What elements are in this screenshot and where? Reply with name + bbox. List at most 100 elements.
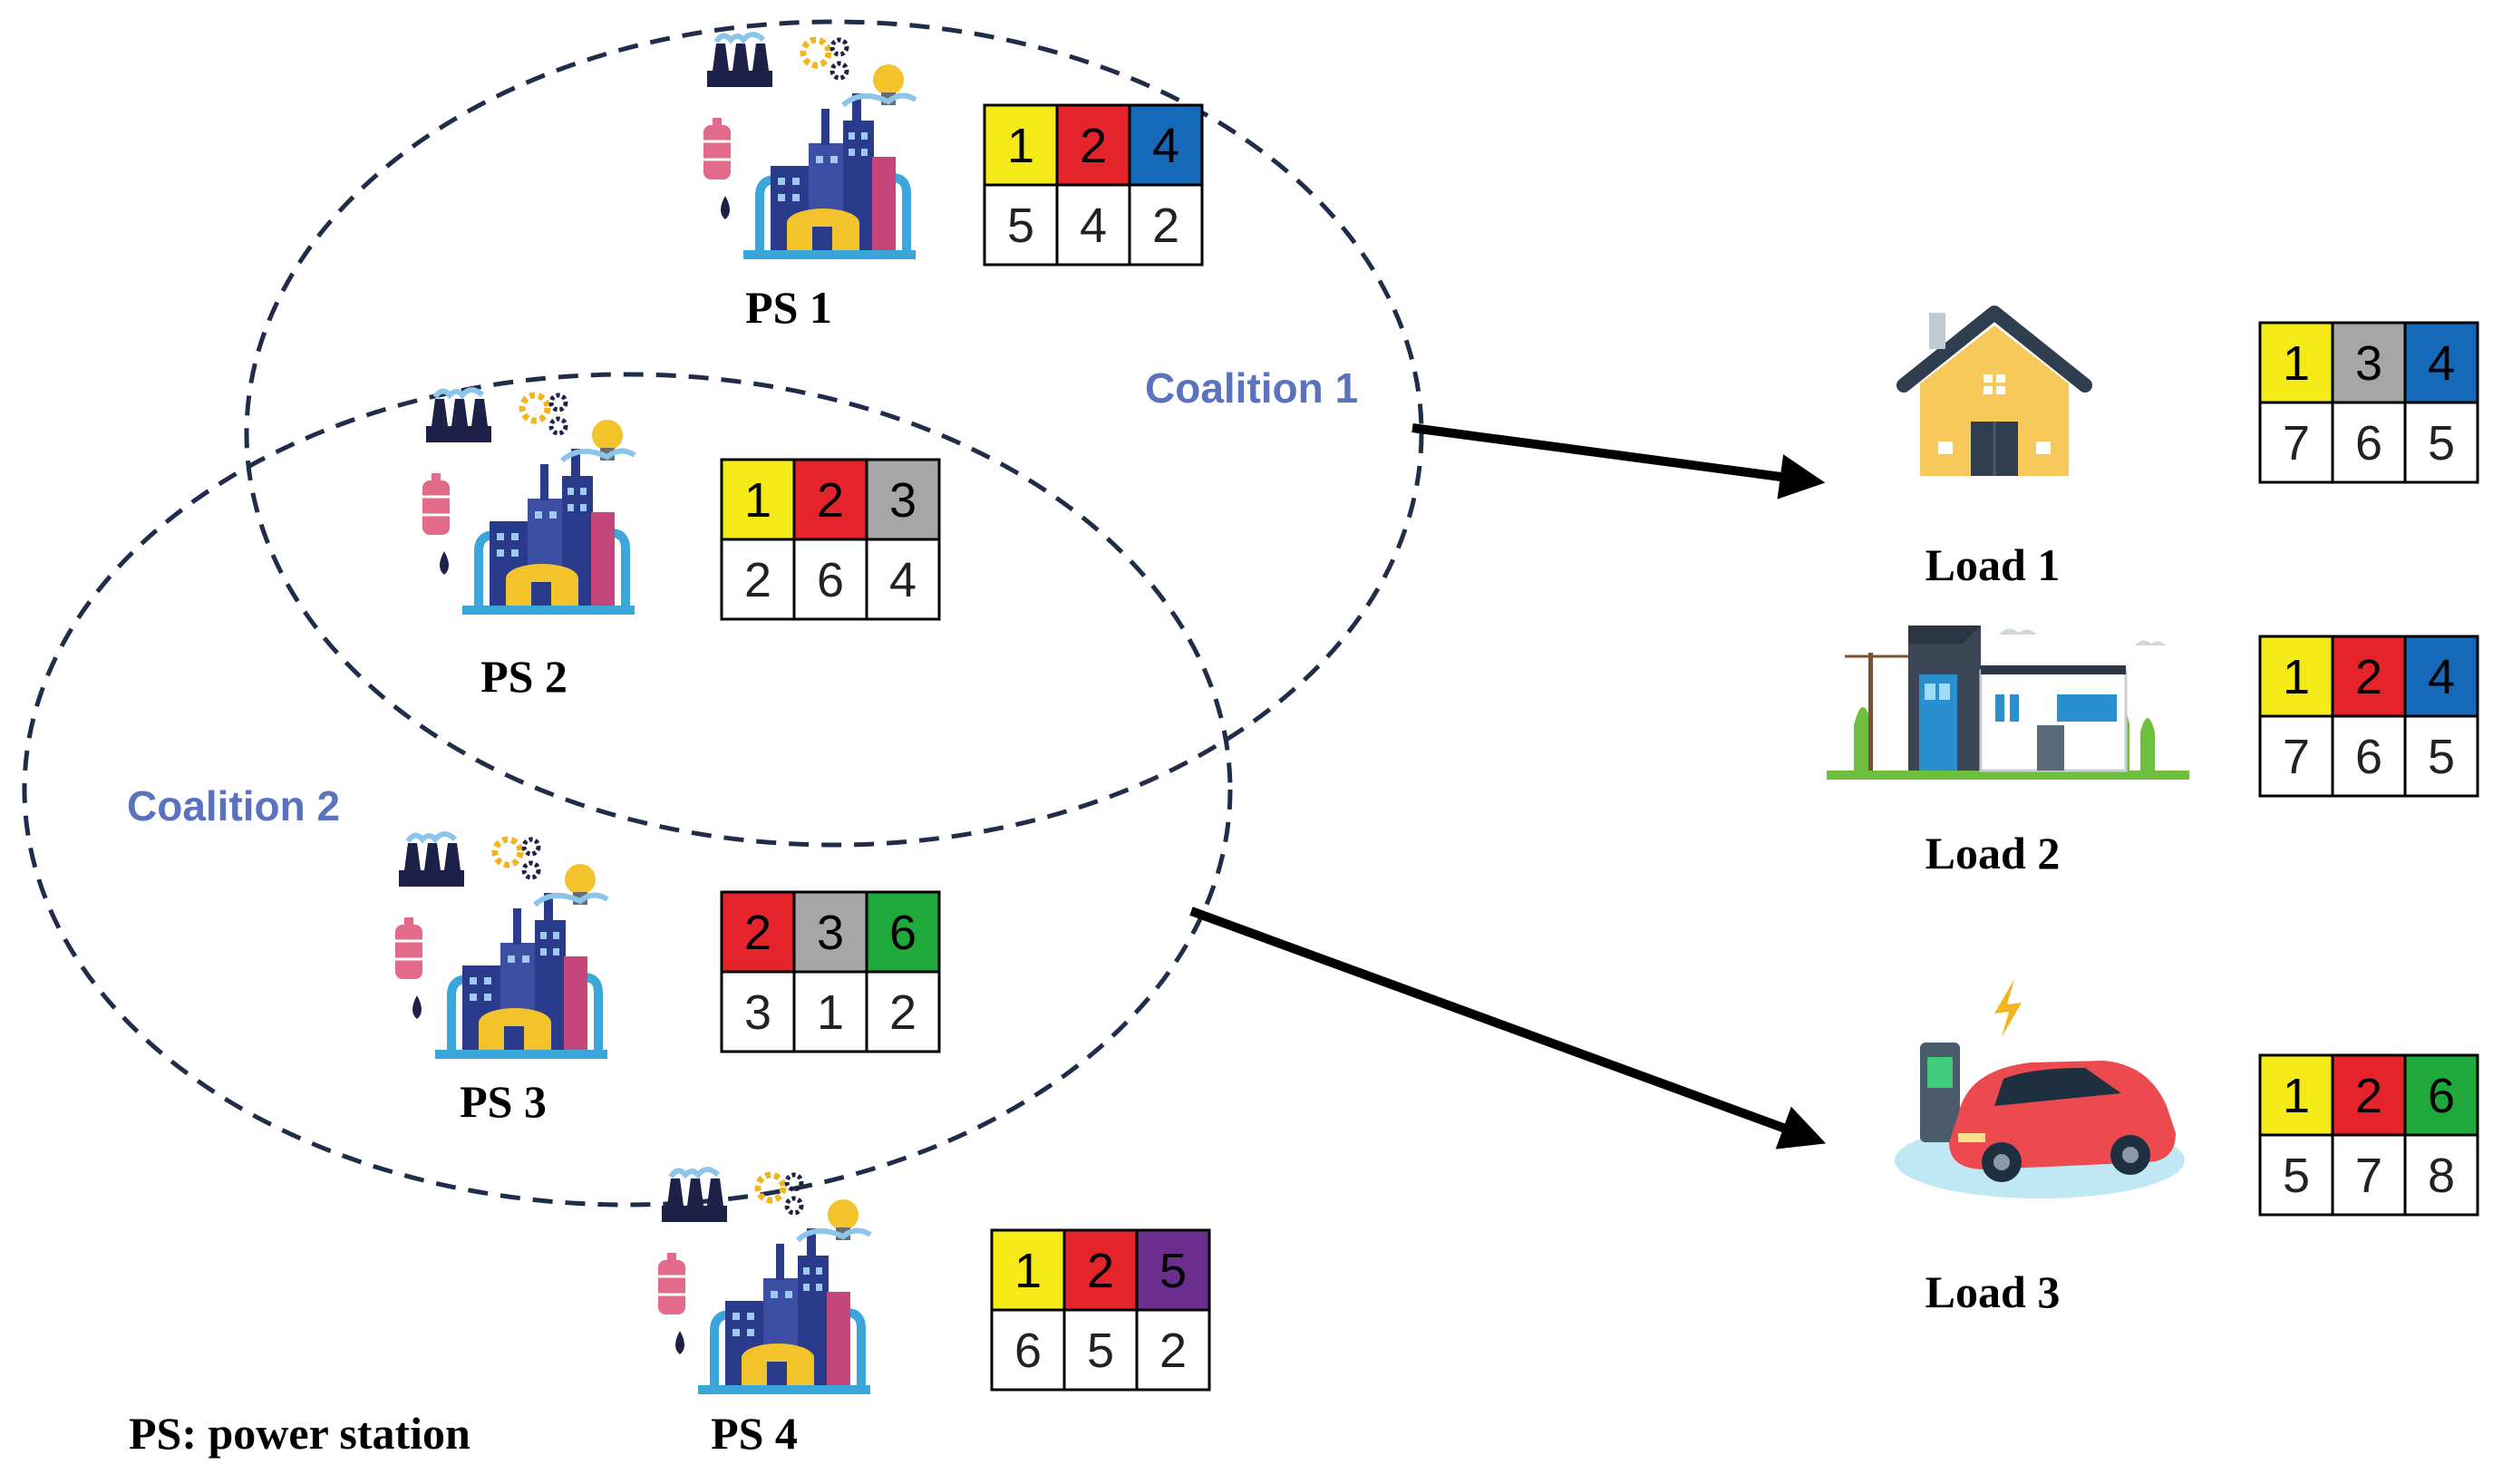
load-3-value-text: 7 [2355, 1149, 2382, 1203]
load-3-id-cell [2403, 1053, 2479, 1137]
load-3-id-text: 6 [2428, 1069, 2455, 1123]
tables-layer: 1524421226342331621625521736451726451527… [720, 103, 2479, 1392]
power-station-3-id-text: 2 [744, 906, 771, 960]
load-3-value-text: 8 [2428, 1149, 2455, 1203]
load-2-id-text: 4 [2428, 650, 2455, 704]
legend-text: PS: power station [129, 1408, 470, 1459]
power-station-1-value-text: 5 [1007, 199, 1034, 253]
load-3-value-text: 5 [2283, 1149, 2310, 1203]
power-station-1-id-cell [1055, 103, 1131, 187]
load-2-id-cell [2258, 635, 2334, 718]
power-station-4-id-text: 5 [1159, 1244, 1187, 1298]
load-2-id-cell [2331, 635, 2407, 718]
coalition-2-label: Coalition 2 [127, 782, 340, 829]
power-station-4-id-cell [1135, 1228, 1211, 1312]
power-station-2-value-text: 2 [744, 553, 771, 607]
power-station-2-id-text: 3 [889, 473, 917, 528]
power-station-4-value-text: 5 [1087, 1324, 1114, 1378]
power-station-3-id-cell [792, 890, 868, 974]
power-station-4-value-text: 6 [1014, 1324, 1042, 1378]
load-1-table: 1 73 64 5 [2258, 321, 2479, 484]
load-2-value-text: 6 [2355, 730, 2382, 784]
power-station-1-value-cell [1055, 183, 1131, 267]
load-2-value-cell [2258, 714, 2334, 798]
load-3-value-cell [2331, 1133, 2407, 1217]
load-2-building-icon [1825, 624, 2191, 781]
load-1-value-text: 5 [2428, 416, 2455, 470]
load-3-table: 1 52 76 8 [2258, 1053, 2479, 1217]
power-station-3-id-text: 6 [889, 906, 917, 960]
power-station-1-value-cell [1128, 183, 1204, 267]
load-1-id-text: 4 [2428, 336, 2455, 391]
power-station-2-icon [422, 390, 635, 615]
load-1-value-cell [2403, 401, 2479, 484]
load-1-value-text: 6 [2355, 416, 2382, 470]
coalition-1-label: Coalition 1 [1145, 364, 1358, 412]
load-3-label: Load 3 [1926, 1266, 2061, 1317]
power-station-2-value-cell [720, 538, 796, 621]
power-station-3-value-cell [792, 970, 868, 1053]
power-station-2-id-text: 2 [817, 473, 844, 528]
load-1-id-cell [2403, 321, 2479, 404]
power-station-4-icon [658, 1169, 870, 1394]
power-station-3-icon [395, 834, 607, 1059]
coalition-2-boundary [22, 372, 1233, 1208]
power-station-2-label: PS 2 [480, 651, 567, 702]
load-1-label: Load 1 [1926, 539, 2061, 590]
power-station-3-value-cell [720, 970, 796, 1053]
power-station-2-id-text: 1 [744, 473, 771, 528]
load-1-id-cell [2331, 321, 2407, 404]
power-station-1-label: PS 1 [745, 282, 832, 333]
arrow-coalition-2-to-load-3 [1189, 907, 1827, 1149]
power-station-4-id-cell [1062, 1228, 1139, 1312]
power-station-4-id-text: 1 [1014, 1244, 1042, 1298]
power-station-4-value-cell [990, 1308, 1066, 1392]
power-station-3-label: PS 3 [460, 1076, 547, 1127]
power-station-3-value-text: 1 [817, 985, 844, 1040]
power-station-1-value-text: 2 [1152, 199, 1179, 253]
power-station-1-id-text: 2 [1080, 119, 1107, 173]
power-station-3-value-text: 3 [744, 985, 771, 1040]
load-3-value-cell [2258, 1133, 2334, 1217]
load-1-id-text: 3 [2355, 336, 2382, 391]
power-station-4-id-text: 2 [1087, 1244, 1114, 1298]
power-station-2-value-text: 6 [817, 553, 844, 607]
load-2-id-cell [2403, 635, 2479, 718]
power-station-4-value-cell [1062, 1308, 1139, 1392]
power-station-1-icon [703, 34, 916, 259]
power-station-1-value-text: 4 [1080, 199, 1107, 253]
load-1-house-icon [1904, 313, 2085, 476]
power-station-1-id-cell [1128, 103, 1204, 187]
load-2-id-text: 1 [2283, 650, 2310, 704]
arrow-coalition-1-to-load-1 [1411, 423, 1826, 500]
load-3-id-text: 2 [2355, 1069, 2382, 1123]
load-2-id-text: 2 [2355, 650, 2382, 704]
power-station-3-id-text: 3 [817, 906, 844, 960]
power-station-3-id-cell [865, 890, 941, 974]
load-2-label: Load 2 [1926, 828, 2061, 878]
load-1-id-text: 1 [2283, 336, 2310, 391]
load-1-value-cell [2258, 401, 2334, 484]
power-station-3-value-cell [865, 970, 941, 1053]
load-2-value-cell [2403, 714, 2479, 798]
power-station-4-label: PS 4 [711, 1408, 798, 1459]
power-station-2-value-cell [865, 538, 941, 621]
load-1-value-text: 7 [2283, 416, 2310, 470]
power-station-4-value-text: 2 [1159, 1324, 1187, 1378]
power-station-4-value-cell [1135, 1308, 1211, 1392]
load-3-ev-icon [1895, 979, 2185, 1198]
power-station-2-value-text: 4 [889, 553, 917, 607]
power-station-2-value-cell [792, 538, 868, 621]
power-station-3-value-text: 2 [889, 985, 917, 1040]
load-2-value-text: 5 [2428, 730, 2455, 784]
power-station-1-id-text: 1 [1007, 119, 1034, 173]
load-3-id-text: 1 [2283, 1069, 2310, 1123]
power-station-2-id-cell [720, 458, 796, 541]
load-3-value-cell [2403, 1133, 2479, 1217]
